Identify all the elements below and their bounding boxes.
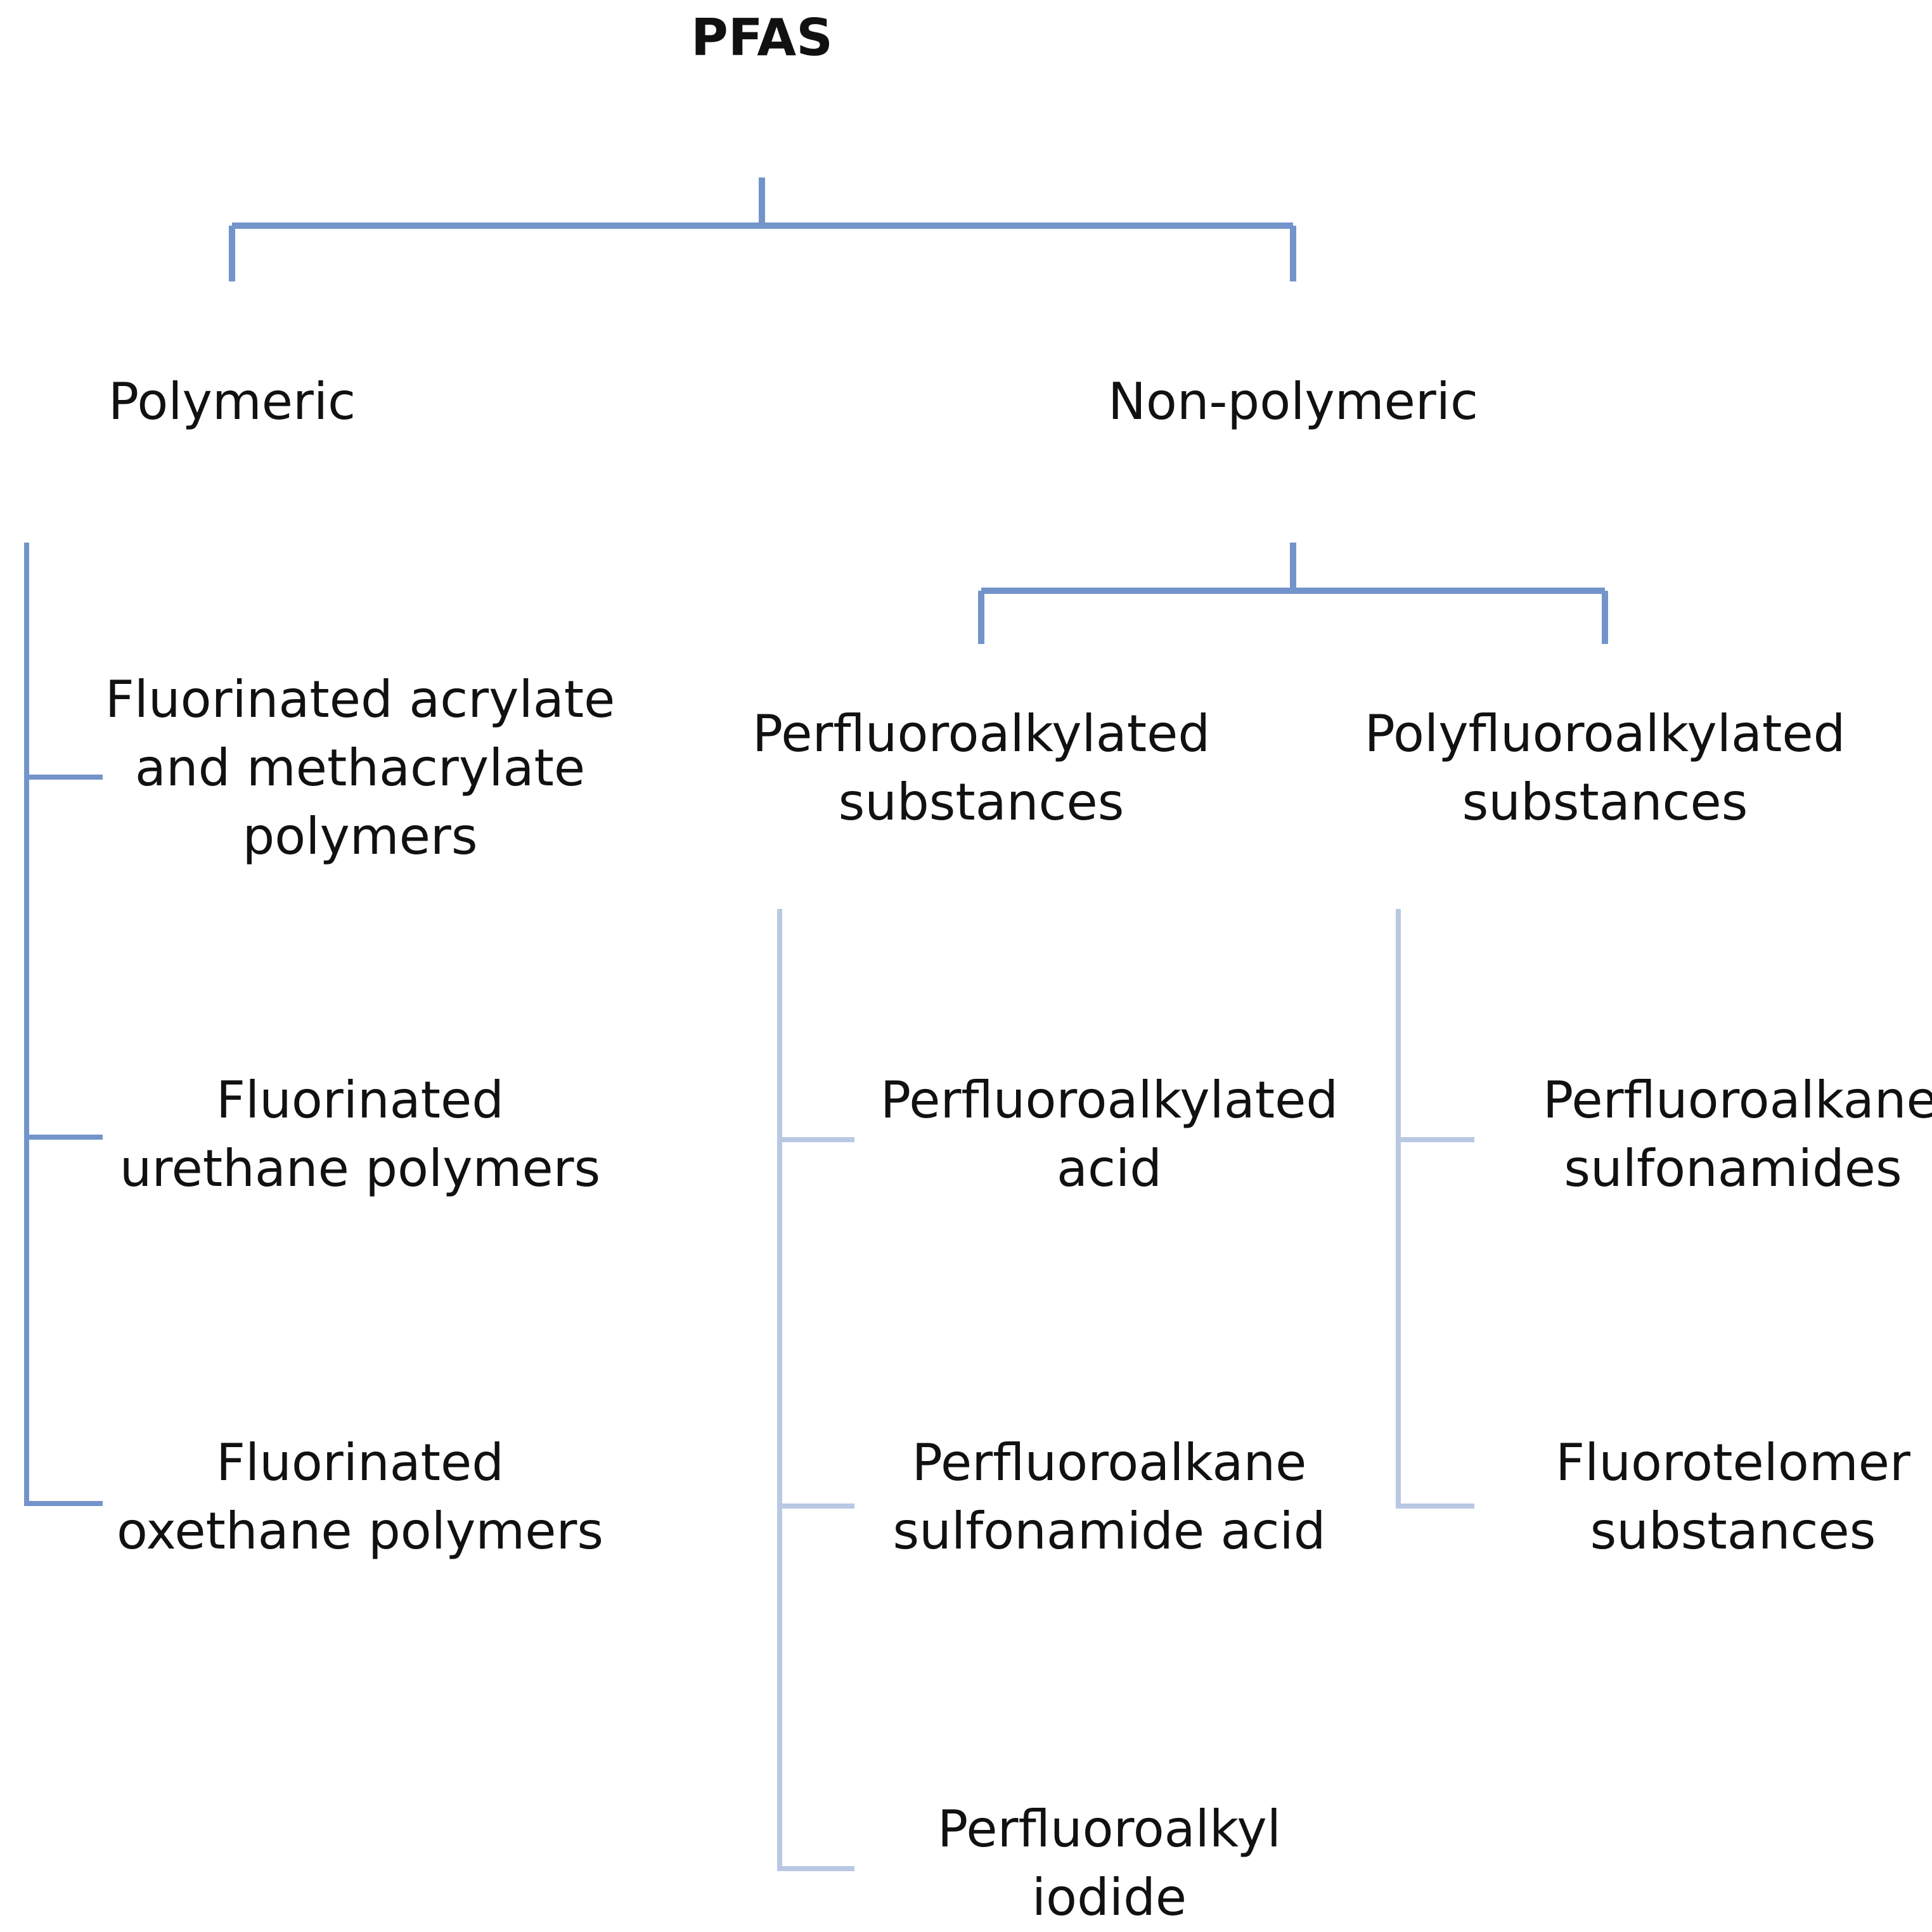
node-fluorinated-acrylate-methacrylate-polymers: Fluorinated acrylate and methacrylate po… bbox=[105, 670, 615, 866]
node-perfluoroalkane-sulfonamide-acid: Perfluoroalkane sulfonamide acid bbox=[892, 1433, 1326, 1561]
polymeric-list-connector bbox=[24, 543, 103, 1506]
root-bracket bbox=[229, 177, 1296, 281]
node-fluorinated-urethane-polymers: Fluorinated urethane polymers bbox=[119, 1071, 601, 1198]
node-perfluoroalkylated-substances: Perfluoroalkylated substances bbox=[752, 704, 1211, 832]
node-fluorotelomer-substances: Fluorotelomer substances bbox=[1555, 1433, 1910, 1561]
node-perfluoroalkylated-acid: Perfluoroalkylated acid bbox=[880, 1071, 1339, 1198]
root-node-pfas: PFAS bbox=[691, 8, 833, 67]
node-polymeric: Polymeric bbox=[108, 372, 356, 431]
node-perfluoroalkyl-iodide: Perfluoroalkyl iodide bbox=[937, 1800, 1281, 1927]
perfluoro-list-connector bbox=[777, 909, 854, 1871]
node-perfluoroalkane-sulfonamides: Perfluoroalkane sulfonamides bbox=[1543, 1071, 1932, 1198]
node-non-polymeric: Non-polymeric bbox=[1108, 372, 1478, 431]
node-polyfluoroalkylated-substances: Polyfluoroalkylated substances bbox=[1364, 704, 1846, 832]
polyfluoro-list-connector bbox=[1396, 909, 1474, 1509]
non-polymeric-bracket bbox=[978, 543, 1608, 644]
node-fluorinated-oxethane-polymers: Fluorinated oxethane polymers bbox=[116, 1433, 604, 1561]
